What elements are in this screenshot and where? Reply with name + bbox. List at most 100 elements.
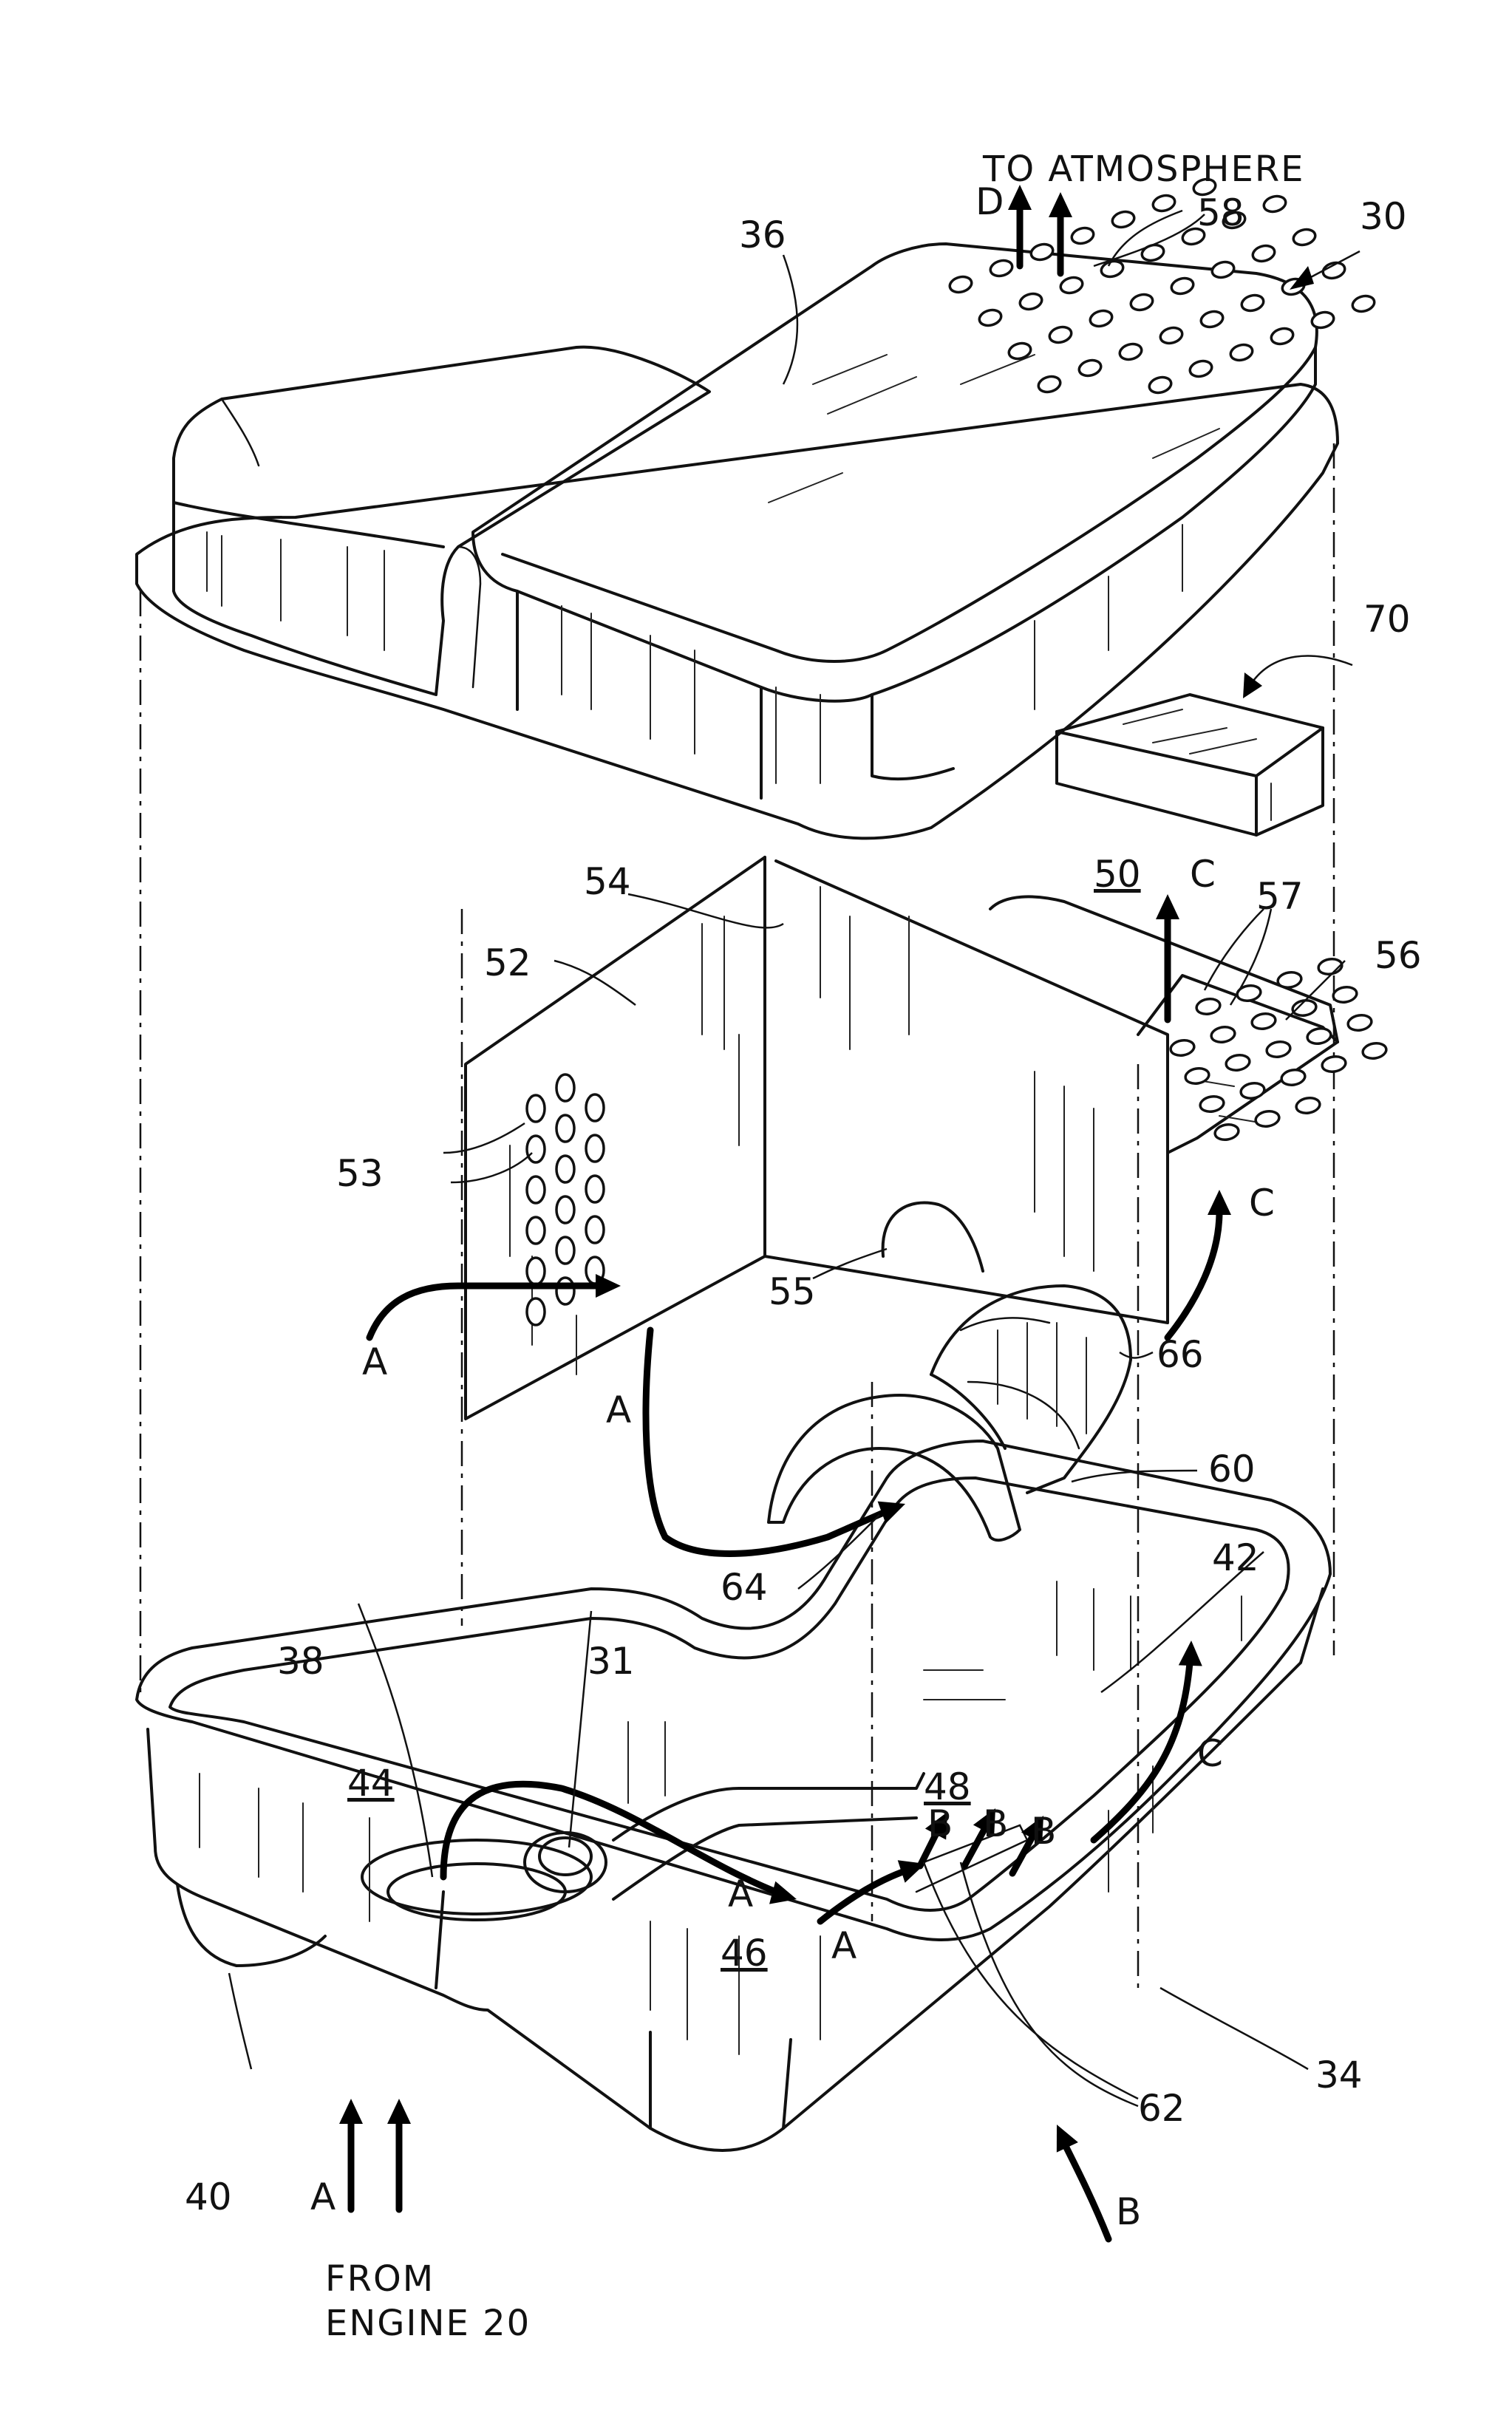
vent-hole xyxy=(1199,309,1225,329)
vent-hole xyxy=(1118,341,1143,361)
flow-label-a-left: A xyxy=(362,1341,387,1383)
flow-arrow-c-up-head xyxy=(1156,894,1179,919)
shelf-hole xyxy=(1240,1081,1266,1100)
flow-label-b-3: B xyxy=(1031,1810,1056,1853)
shelf-hole xyxy=(1185,1066,1210,1085)
ref-60: 60 xyxy=(1208,1448,1256,1491)
shelf-hole xyxy=(1332,985,1358,1004)
flow-label-c-mid: C xyxy=(1249,1182,1275,1224)
ref-52: 52 xyxy=(484,941,531,984)
flow-arrow-c-pan-head xyxy=(1179,1641,1202,1666)
ref-44: 44 xyxy=(347,1762,395,1805)
baffle-hole xyxy=(527,1298,545,1325)
baffle-hole xyxy=(556,1115,574,1142)
shelf-hole xyxy=(1362,1041,1388,1060)
ref-58: 58 xyxy=(1197,191,1244,234)
shelf-hole xyxy=(1199,1094,1225,1113)
vent-hole xyxy=(1210,259,1236,279)
flow-arrow-a-boss xyxy=(443,1784,776,1892)
baffle-hole xyxy=(556,1196,574,1223)
ref-57: 57 xyxy=(1256,875,1304,918)
shelf-hole xyxy=(1210,1025,1236,1043)
vent-hole xyxy=(1089,308,1114,328)
filter-block xyxy=(1057,695,1323,835)
baffle-hole xyxy=(556,1156,574,1182)
vent-hole xyxy=(1037,374,1062,394)
ref-53: 53 xyxy=(336,1152,384,1195)
funnel-insert xyxy=(769,1286,1131,1540)
flow-arrow-a-baffle-head xyxy=(596,1274,621,1298)
baffle-hole xyxy=(586,1094,604,1121)
flow-arrow-a-in-1-head xyxy=(339,2099,363,2124)
vent-hole xyxy=(1229,342,1254,362)
shelf-hole xyxy=(1255,1109,1281,1128)
baffle-hole xyxy=(527,1258,545,1284)
baffle-hole xyxy=(556,1074,574,1101)
shelf-hole xyxy=(1225,1053,1251,1072)
vent-hole xyxy=(1262,194,1287,214)
vent-hole xyxy=(1240,293,1265,313)
ref-54: 54 xyxy=(584,860,631,903)
baffle-hole xyxy=(527,1136,545,1162)
flow-arrow-c-mid xyxy=(1168,1212,1219,1338)
ref-31: 31 xyxy=(588,1640,635,1683)
baffle-hole xyxy=(586,1135,604,1162)
flow-arrow-d-2-head xyxy=(1049,192,1072,217)
to-atmosphere-label: TO ATMOSPHERE xyxy=(982,149,1305,190)
flow-label-c-pan: C xyxy=(1197,1732,1223,1775)
baffle-hole xyxy=(527,1095,545,1122)
labels: TO ATMOSPHERE D 58 30 36 70 50 C 57 56 5… xyxy=(185,149,1422,2344)
shelf-hole xyxy=(1196,997,1222,1015)
vent-hole xyxy=(1059,275,1084,295)
flow-label-a-pan: A xyxy=(728,1873,753,1915)
baffle-hole xyxy=(556,1237,574,1264)
vent-hole xyxy=(1048,324,1073,344)
baffle-hole xyxy=(586,1176,604,1202)
vent-hole xyxy=(1159,325,1184,345)
vent-hole xyxy=(1111,209,1136,229)
ref-56: 56 xyxy=(1375,934,1422,977)
vent-hole xyxy=(948,274,973,294)
shelf-hole xyxy=(1251,1012,1277,1030)
shelf-hole xyxy=(1277,970,1303,989)
vent-hole xyxy=(1292,227,1317,247)
from-engine-label-line1: FROM xyxy=(325,2258,435,2300)
ref-55: 55 xyxy=(769,1270,816,1313)
ref-66: 66 xyxy=(1157,1333,1204,1376)
shelf-holes-57 xyxy=(1170,957,1388,1141)
flow-label-a-bottom: A xyxy=(310,2176,336,2218)
vent-hole xyxy=(1270,326,1295,346)
ref-64: 64 xyxy=(721,1566,768,1609)
ref-38: 38 xyxy=(277,1640,324,1683)
vent-hole xyxy=(1029,242,1055,262)
from-engine-label-line2: ENGINE 20 xyxy=(325,2303,531,2344)
vent-hole xyxy=(1148,375,1173,395)
vent-hole xyxy=(1151,193,1176,213)
vent-hole xyxy=(1170,276,1195,296)
shelf-hole xyxy=(1170,1038,1196,1057)
flow-label-a-pan-right: A xyxy=(831,1924,857,1967)
vent-hole xyxy=(1251,243,1276,263)
vent-hole xyxy=(1077,358,1103,378)
flow-arrow-b-in xyxy=(1064,2143,1109,2239)
ref-62: 62 xyxy=(1138,2087,1185,2130)
shelf-hole xyxy=(1266,1040,1292,1058)
vent-hole xyxy=(1188,358,1213,378)
top-cover xyxy=(137,244,1338,838)
ref-46: 46 xyxy=(721,1932,768,1975)
flow-label-b-bottom: B xyxy=(1116,2190,1141,2233)
vent-hole xyxy=(1070,225,1095,245)
ref-34: 34 xyxy=(1315,2054,1363,2096)
vent-hole xyxy=(989,258,1014,278)
flow-label-d: D xyxy=(975,180,1004,223)
baffle-hole xyxy=(586,1216,604,1243)
flow-arrow-a-right xyxy=(820,1870,909,1921)
flow-label-b-2: B xyxy=(983,1802,1008,1845)
flow-arrow-a-funnel-head xyxy=(878,1502,905,1524)
vent-hole xyxy=(1351,293,1376,313)
ref-40: 40 xyxy=(185,2176,232,2218)
ref-42: 42 xyxy=(1212,1536,1259,1579)
baffle-hole xyxy=(527,1217,545,1244)
shelf-hole xyxy=(1347,1013,1373,1032)
vent-hole xyxy=(1007,341,1032,361)
